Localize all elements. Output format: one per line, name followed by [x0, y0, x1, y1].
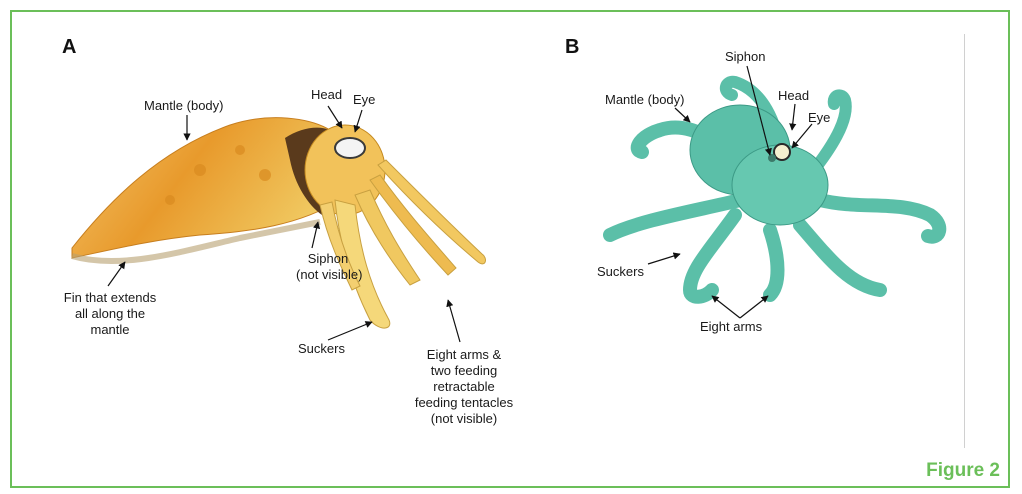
label-eye-b: Eye — [808, 110, 830, 126]
label-fin-line1: Fin that extends — [55, 290, 165, 306]
label-fin-line2: all along the — [55, 306, 165, 322]
label-siphon-b: Siphon — [725, 49, 765, 65]
label-arms-a-line5: (not visible) — [404, 411, 524, 427]
label-mantle-a: Mantle (body) — [144, 98, 223, 114]
label-eye-a: Eye — [353, 92, 375, 108]
label-arms-a-line4: feeding tentacles — [404, 395, 524, 411]
label-arms-a-line3: retractable — [404, 379, 524, 395]
label-arms-a: Eight arms & two feeding retractable fee… — [404, 347, 524, 427]
label-siphon-a: Siphon (not visible) — [296, 251, 360, 283]
panel-b-letter: B — [565, 36, 579, 59]
label-arms-a-line2: two feeding — [404, 363, 524, 379]
panel-a-letter: A — [62, 36, 76, 59]
label-siphon-a-line1: Siphon — [296, 251, 360, 267]
label-head-b: Head — [778, 88, 809, 104]
figure-label: Figure 2 — [926, 460, 1000, 482]
label-fin-a: Fin that extends all along the mantle — [55, 290, 165, 338]
label-arms-a-line1: Eight arms & — [404, 347, 524, 363]
label-mantle-b: Mantle (body) — [605, 92, 684, 108]
label-head-a: Head — [311, 87, 342, 103]
label-siphon-a-line2: (not visible) — [296, 267, 360, 283]
label-fin-line3: mantle — [55, 322, 165, 338]
label-suckers-b: Suckers — [597, 264, 644, 280]
label-arms-b: Eight arms — [700, 319, 762, 335]
label-suckers-a: Suckers — [298, 341, 345, 357]
